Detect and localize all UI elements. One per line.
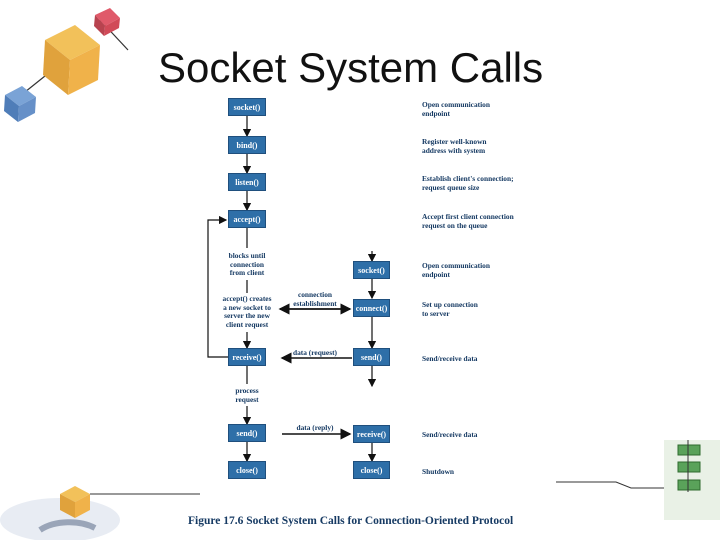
- server-receive-box: receive(): [228, 348, 266, 366]
- client-receive-box: receive(): [353, 425, 390, 443]
- client-send-box: send(): [353, 348, 390, 366]
- server-accept-box: accept(): [228, 210, 266, 228]
- figure-caption: Figure 17.6 Socket System Calls for Conn…: [188, 515, 514, 527]
- decorative-stack-bottom-right: [556, 440, 720, 520]
- server-listen-box: listen(): [228, 173, 266, 191]
- note-send-receive-2: Send/receive data: [422, 430, 478, 439]
- note-establish-queue: Establish client's connection;request qu…: [422, 174, 514, 192]
- client-connect-box: connect(): [353, 299, 390, 317]
- server-socket-box: socket(): [228, 98, 266, 116]
- client-socket-box: socket(): [353, 261, 390, 279]
- server-send-box: send(): [228, 424, 266, 442]
- slide-title: Socket System Calls: [158, 44, 544, 91]
- note-shutdown: Shutdown: [422, 467, 455, 476]
- decorative-hand-cube-bottom-left: [0, 486, 200, 540]
- data-request-label: data (request): [293, 348, 337, 357]
- client-close-box: close(): [353, 461, 390, 479]
- data-reply-label: data (reply): [296, 423, 334, 432]
- note-send-receive-1: Send/receive data: [422, 354, 478, 363]
- server-bind-box: bind(): [228, 136, 266, 154]
- decorative-cubes-top-left: [4, 8, 129, 122]
- server-close-box: close(): [228, 461, 266, 479]
